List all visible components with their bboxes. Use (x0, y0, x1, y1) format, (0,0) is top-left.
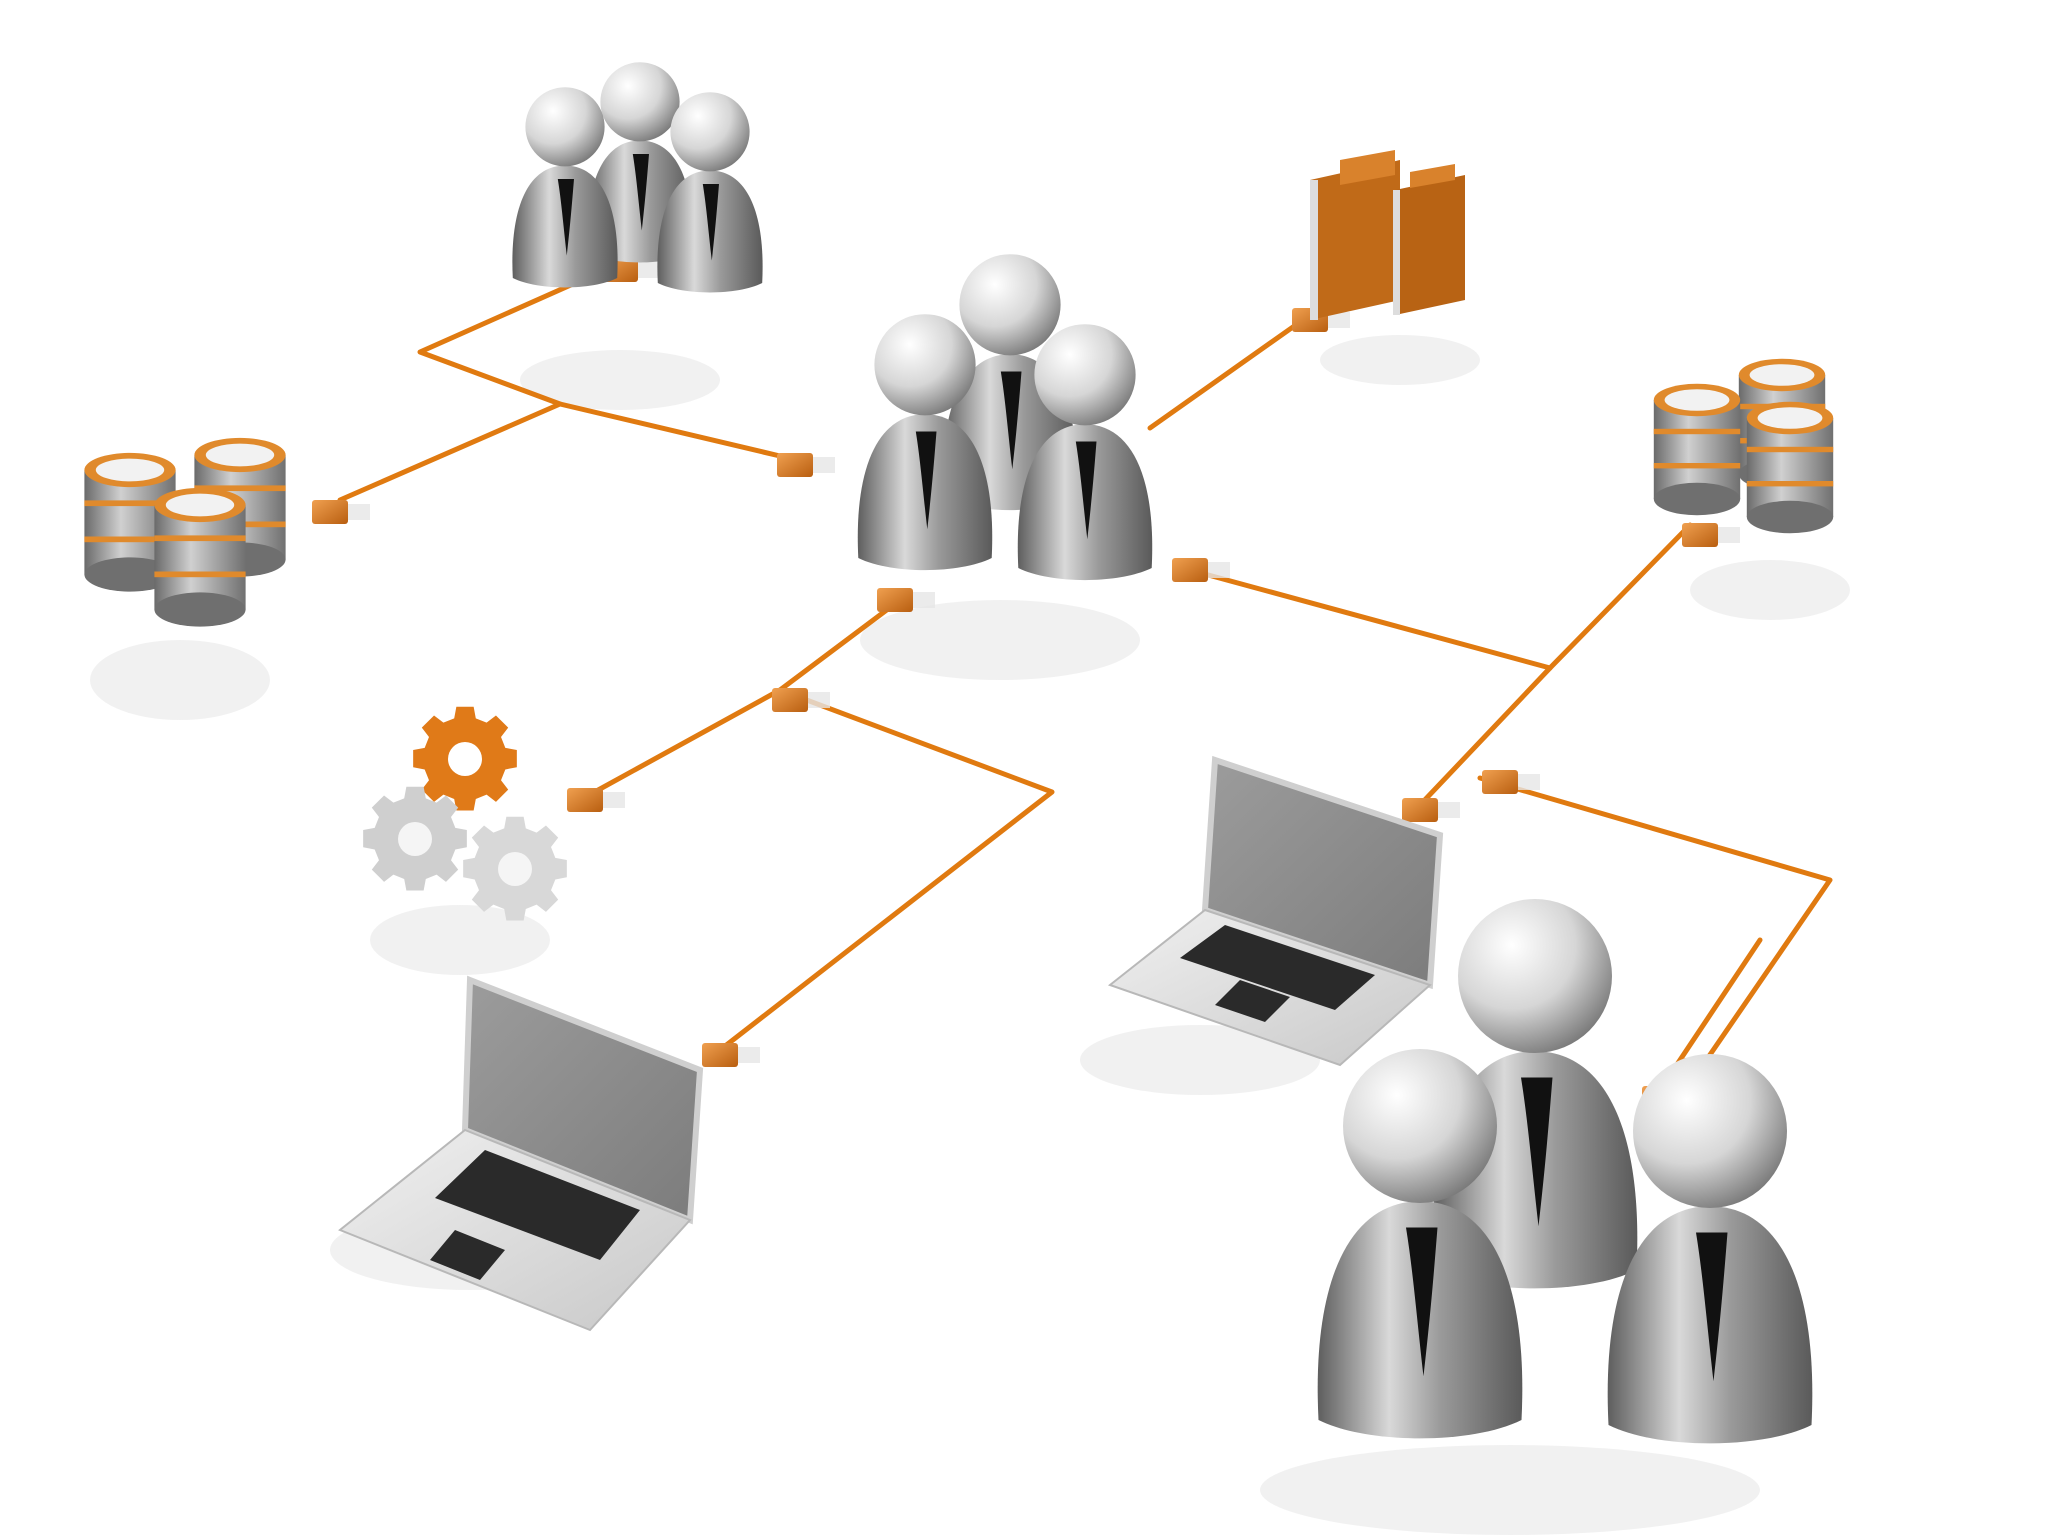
cable-left-db (337, 401, 563, 503)
top-left-group-icon (512, 62, 763, 293)
connector (777, 453, 835, 477)
connector (312, 500, 370, 524)
left-laptop-icon (338, 975, 704, 1332)
folders-icon (1310, 150, 1465, 320)
connector (1682, 523, 1740, 547)
hub-group-icon (857, 254, 1153, 581)
connector (567, 788, 625, 812)
connector (772, 688, 830, 712)
right-laptop-icon (1107, 755, 1444, 1067)
right-database-icon (1653, 358, 1834, 534)
cable-right-branch (1417, 665, 1553, 808)
cable-hub-down (577, 597, 903, 803)
left-database-icon (84, 437, 286, 627)
connector (1402, 798, 1460, 822)
connector (702, 1043, 760, 1067)
floor-reflections (90, 335, 1850, 1535)
cable-to-right-people (1477, 775, 1833, 1065)
cable-folders-to-hub (1147, 319, 1303, 431)
cable-hub-to-right (1187, 522, 1693, 671)
gears-icon (363, 706, 567, 921)
cable-topleft-to-hub (417, 269, 783, 459)
cable-to-left-laptop (717, 687, 1055, 1053)
